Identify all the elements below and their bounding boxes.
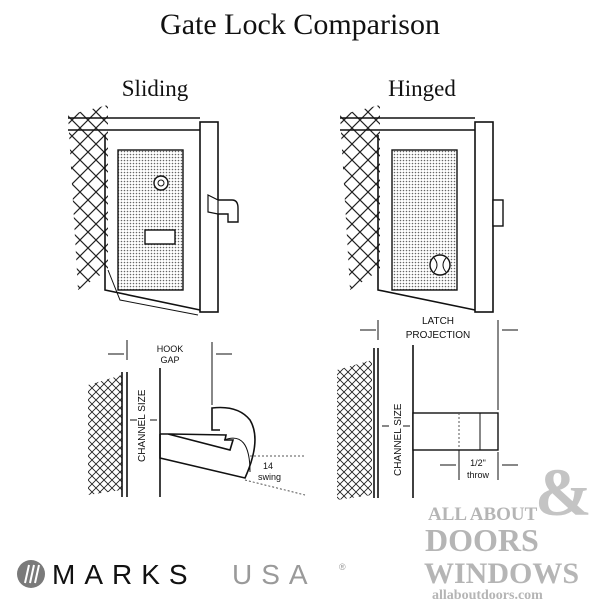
latch-bolt <box>412 412 499 451</box>
throw-value: 1/2" <box>470 458 486 468</box>
logo-url: allaboutdoors.com <box>432 588 543 600</box>
hook-gap-label-2: GAP <box>160 355 179 365</box>
marks-text: MARKS <box>52 559 197 590</box>
hinged-channel-size-label: CHANNEL SIZE <box>393 403 404 476</box>
latch-projection-label-1: LATCH <box>422 316 454 327</box>
sliding-label: Sliding <box>122 76 189 101</box>
logo-line-3: WINDOWS <box>424 557 579 590</box>
keyhole-icon <box>153 175 169 191</box>
throw-label: throw <box>467 470 490 480</box>
ampersand: & <box>535 454 592 530</box>
marks-usa-logo: MARKS USA ® <box>17 559 346 590</box>
hinged-label: Hinged <box>388 76 456 101</box>
page-title: Gate Lock Comparison <box>160 8 440 41</box>
sliding-hook-diagram: HOOK GAP CHANNEL SIZE 14 swing <box>88 340 306 497</box>
registered-mark: ® <box>339 562 346 572</box>
logo-line-1: ALL ABOUT <box>428 504 538 525</box>
hinged-latch-diagram: LATCH PROJECTION CHANNEL SIZE 1/2" throw <box>337 316 518 500</box>
knob-icon <box>429 254 451 276</box>
hook-gap-label-1: HOOK <box>157 344 184 354</box>
swing-value: 14 <box>263 461 273 471</box>
sliding-gate-illustration <box>68 105 239 316</box>
swing-label: swing <box>258 472 281 482</box>
sliding-channel-size-label: CHANNEL SIZE <box>137 389 148 462</box>
usa-text: USA <box>232 559 317 590</box>
hinged-gate-illustration <box>340 105 504 313</box>
all-about-doors-logo: & ALL ABOUT DOORS WINDOWS allaboutdoors.… <box>424 454 592 600</box>
logo-line-2: DOORS <box>425 522 539 558</box>
latch-projection-label-2: PROJECTION <box>406 330 470 341</box>
